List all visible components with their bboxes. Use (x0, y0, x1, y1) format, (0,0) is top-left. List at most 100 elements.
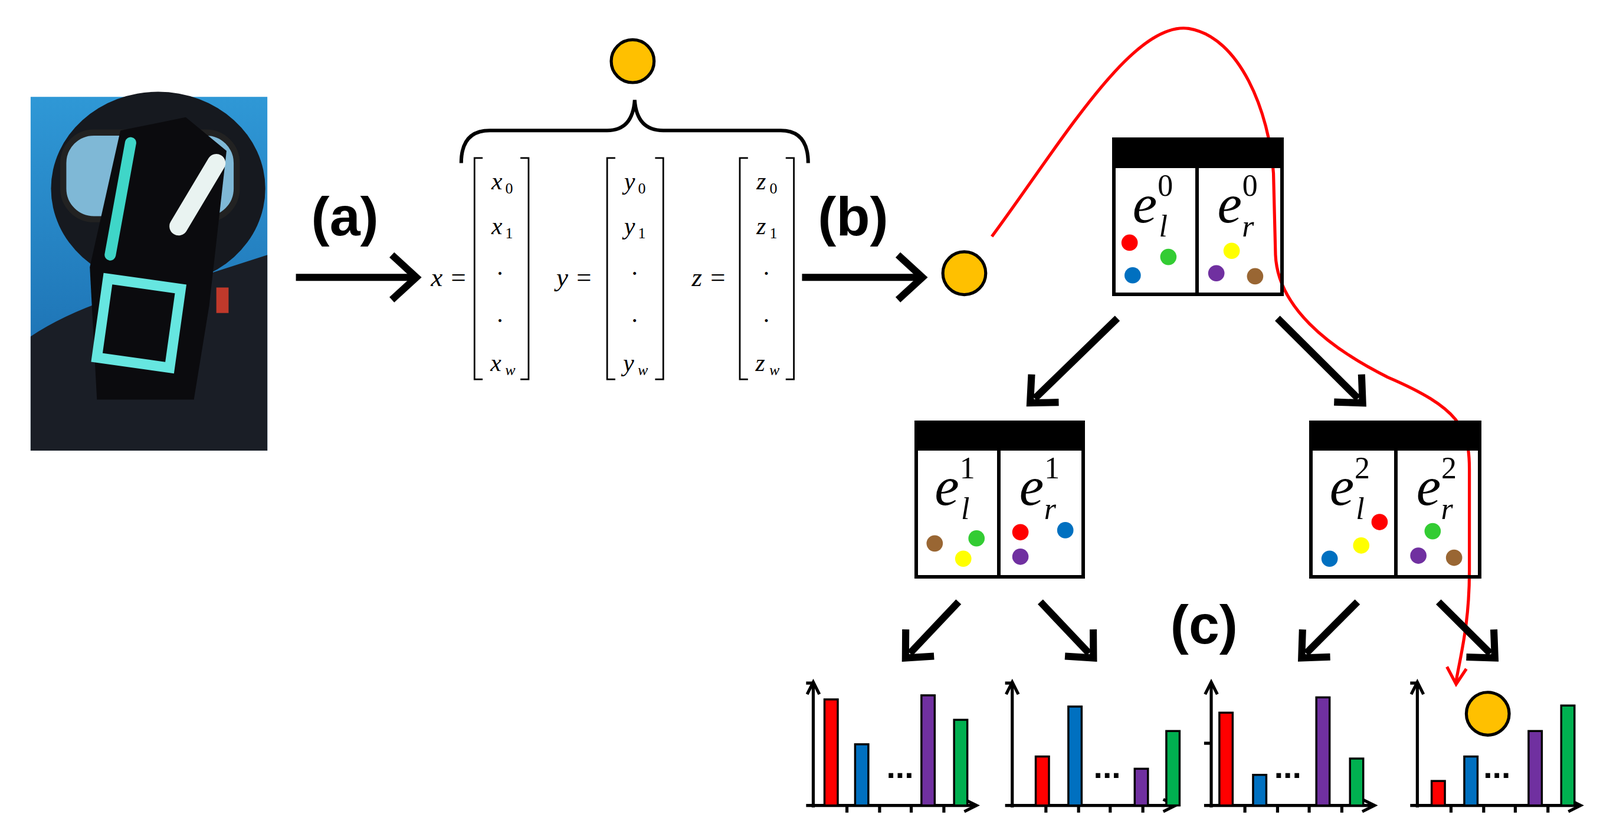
ellipsis-text: ... (1274, 751, 1302, 784)
histogram-bar (1035, 756, 1049, 806)
histogram-axes (805, 683, 944, 813)
tree-arrow (1438, 601, 1495, 658)
matrix-bracket (520, 158, 529, 380)
superscript: 2 (1441, 453, 1457, 484)
subscript: 1 (505, 225, 514, 242)
ellipsis-dot: . (631, 302, 638, 327)
split-compartment: e2l (1309, 450, 1396, 579)
class-dot (1121, 234, 1139, 252)
subscript: l (1159, 211, 1168, 242)
matrix-bracket (739, 158, 749, 380)
step-arrow (296, 273, 413, 281)
arrow-head (1466, 629, 1495, 658)
histogram-bar (1349, 758, 1363, 806)
histogram-axes (805, 682, 977, 813)
vector-label: x = (430, 264, 468, 291)
subscript: r (1440, 493, 1453, 525)
matrix-bracket (785, 158, 795, 380)
matrix-bracket (654, 158, 664, 380)
class-dot (1057, 522, 1074, 539)
subscript: l (1355, 493, 1365, 525)
arrow-shaft (909, 601, 959, 654)
histogram-bar (1068, 706, 1082, 806)
tree-arrow (1040, 601, 1094, 658)
step-arrow (391, 254, 417, 300)
vector-entry: x (491, 214, 503, 239)
superscript: 1 (959, 453, 976, 484)
histogram-bar (1431, 781, 1445, 806)
subscript: 1 (637, 225, 646, 242)
ellipsis-text: ... (1093, 751, 1121, 784)
histogram-bar (1528, 730, 1542, 806)
histogram-bar (1316, 697, 1330, 806)
histogram-axes (1209, 683, 1213, 808)
histogram-axes (1415, 683, 1419, 808)
histogram-bar (1134, 768, 1148, 806)
class-dot (1247, 268, 1264, 285)
leaf-histogram: ... (1402, 668, 1587, 817)
diver-photo (89, 117, 227, 400)
decision-path (991, 28, 1470, 682)
arrow-shaft (1277, 318, 1359, 399)
histogram-bar (1166, 730, 1180, 806)
matrix-bracket (607, 158, 616, 380)
ellipsis-text: ... (1483, 751, 1511, 784)
class-dot (1160, 248, 1177, 266)
tree-node: e2le2r (1309, 420, 1482, 579)
class-dot (1321, 550, 1339, 567)
class-dot (1012, 524, 1029, 542)
matrix-bracket (474, 158, 794, 380)
class-dot (968, 530, 985, 547)
histogram-bar (1219, 712, 1233, 806)
class-dot (926, 535, 943, 553)
histogram-bar (824, 699, 838, 806)
subscript: w (637, 362, 648, 379)
divider-line (1195, 137, 1199, 296)
tree-node: e1le1r (914, 420, 1085, 579)
vector-label: z = (692, 264, 727, 291)
split-compartment: e1l (914, 450, 1000, 579)
histogram-axes (1410, 683, 1548, 813)
ellipsis-dot: . (496, 254, 503, 280)
subscript: r (1044, 493, 1057, 525)
subscript: 1 (769, 225, 778, 242)
step-label: (a) (311, 188, 379, 244)
vector-label: y = (556, 264, 593, 291)
diver-photo (178, 163, 217, 227)
class-dot (1446, 549, 1463, 567)
split-symbol: e (1416, 458, 1441, 514)
step-arrow (897, 254, 923, 300)
ellipsis-dot: . (496, 302, 503, 327)
histogram-axes (811, 683, 815, 808)
divider-line (997, 420, 1001, 579)
arrow-shaft (1438, 601, 1491, 654)
curly-brace (461, 99, 809, 163)
superscript: 1 (1044, 453, 1060, 484)
diver-photo (96, 279, 181, 369)
arrow-shaft (1040, 601, 1089, 654)
class-dot (955, 550, 972, 567)
histogram-axes (1205, 682, 1218, 695)
tree-arrow (905, 601, 959, 658)
subscript: 0 (505, 181, 514, 197)
vector-entry: z (756, 214, 766, 239)
ellipsis-dot: . (763, 302, 770, 327)
step-label: (b) (817, 188, 888, 244)
superscript: 2 (1354, 453, 1370, 484)
class-dot (1424, 523, 1442, 540)
tree-arrow (1030, 318, 1118, 404)
histogram-axes (1005, 682, 1176, 813)
histogram-bar (1253, 775, 1267, 806)
split-compartment: e1r (998, 450, 1085, 579)
leaf-histogram: ... (798, 668, 983, 817)
divider-line (1394, 420, 1398, 579)
vector-entry: y (623, 351, 634, 376)
vector-entry: y (624, 214, 635, 239)
histogram-bar (1464, 756, 1478, 806)
superscript: 0 (1157, 170, 1173, 202)
subscript: w (769, 362, 780, 379)
histogram-axes (1204, 682, 1375, 813)
vector-entry: x (490, 351, 501, 376)
